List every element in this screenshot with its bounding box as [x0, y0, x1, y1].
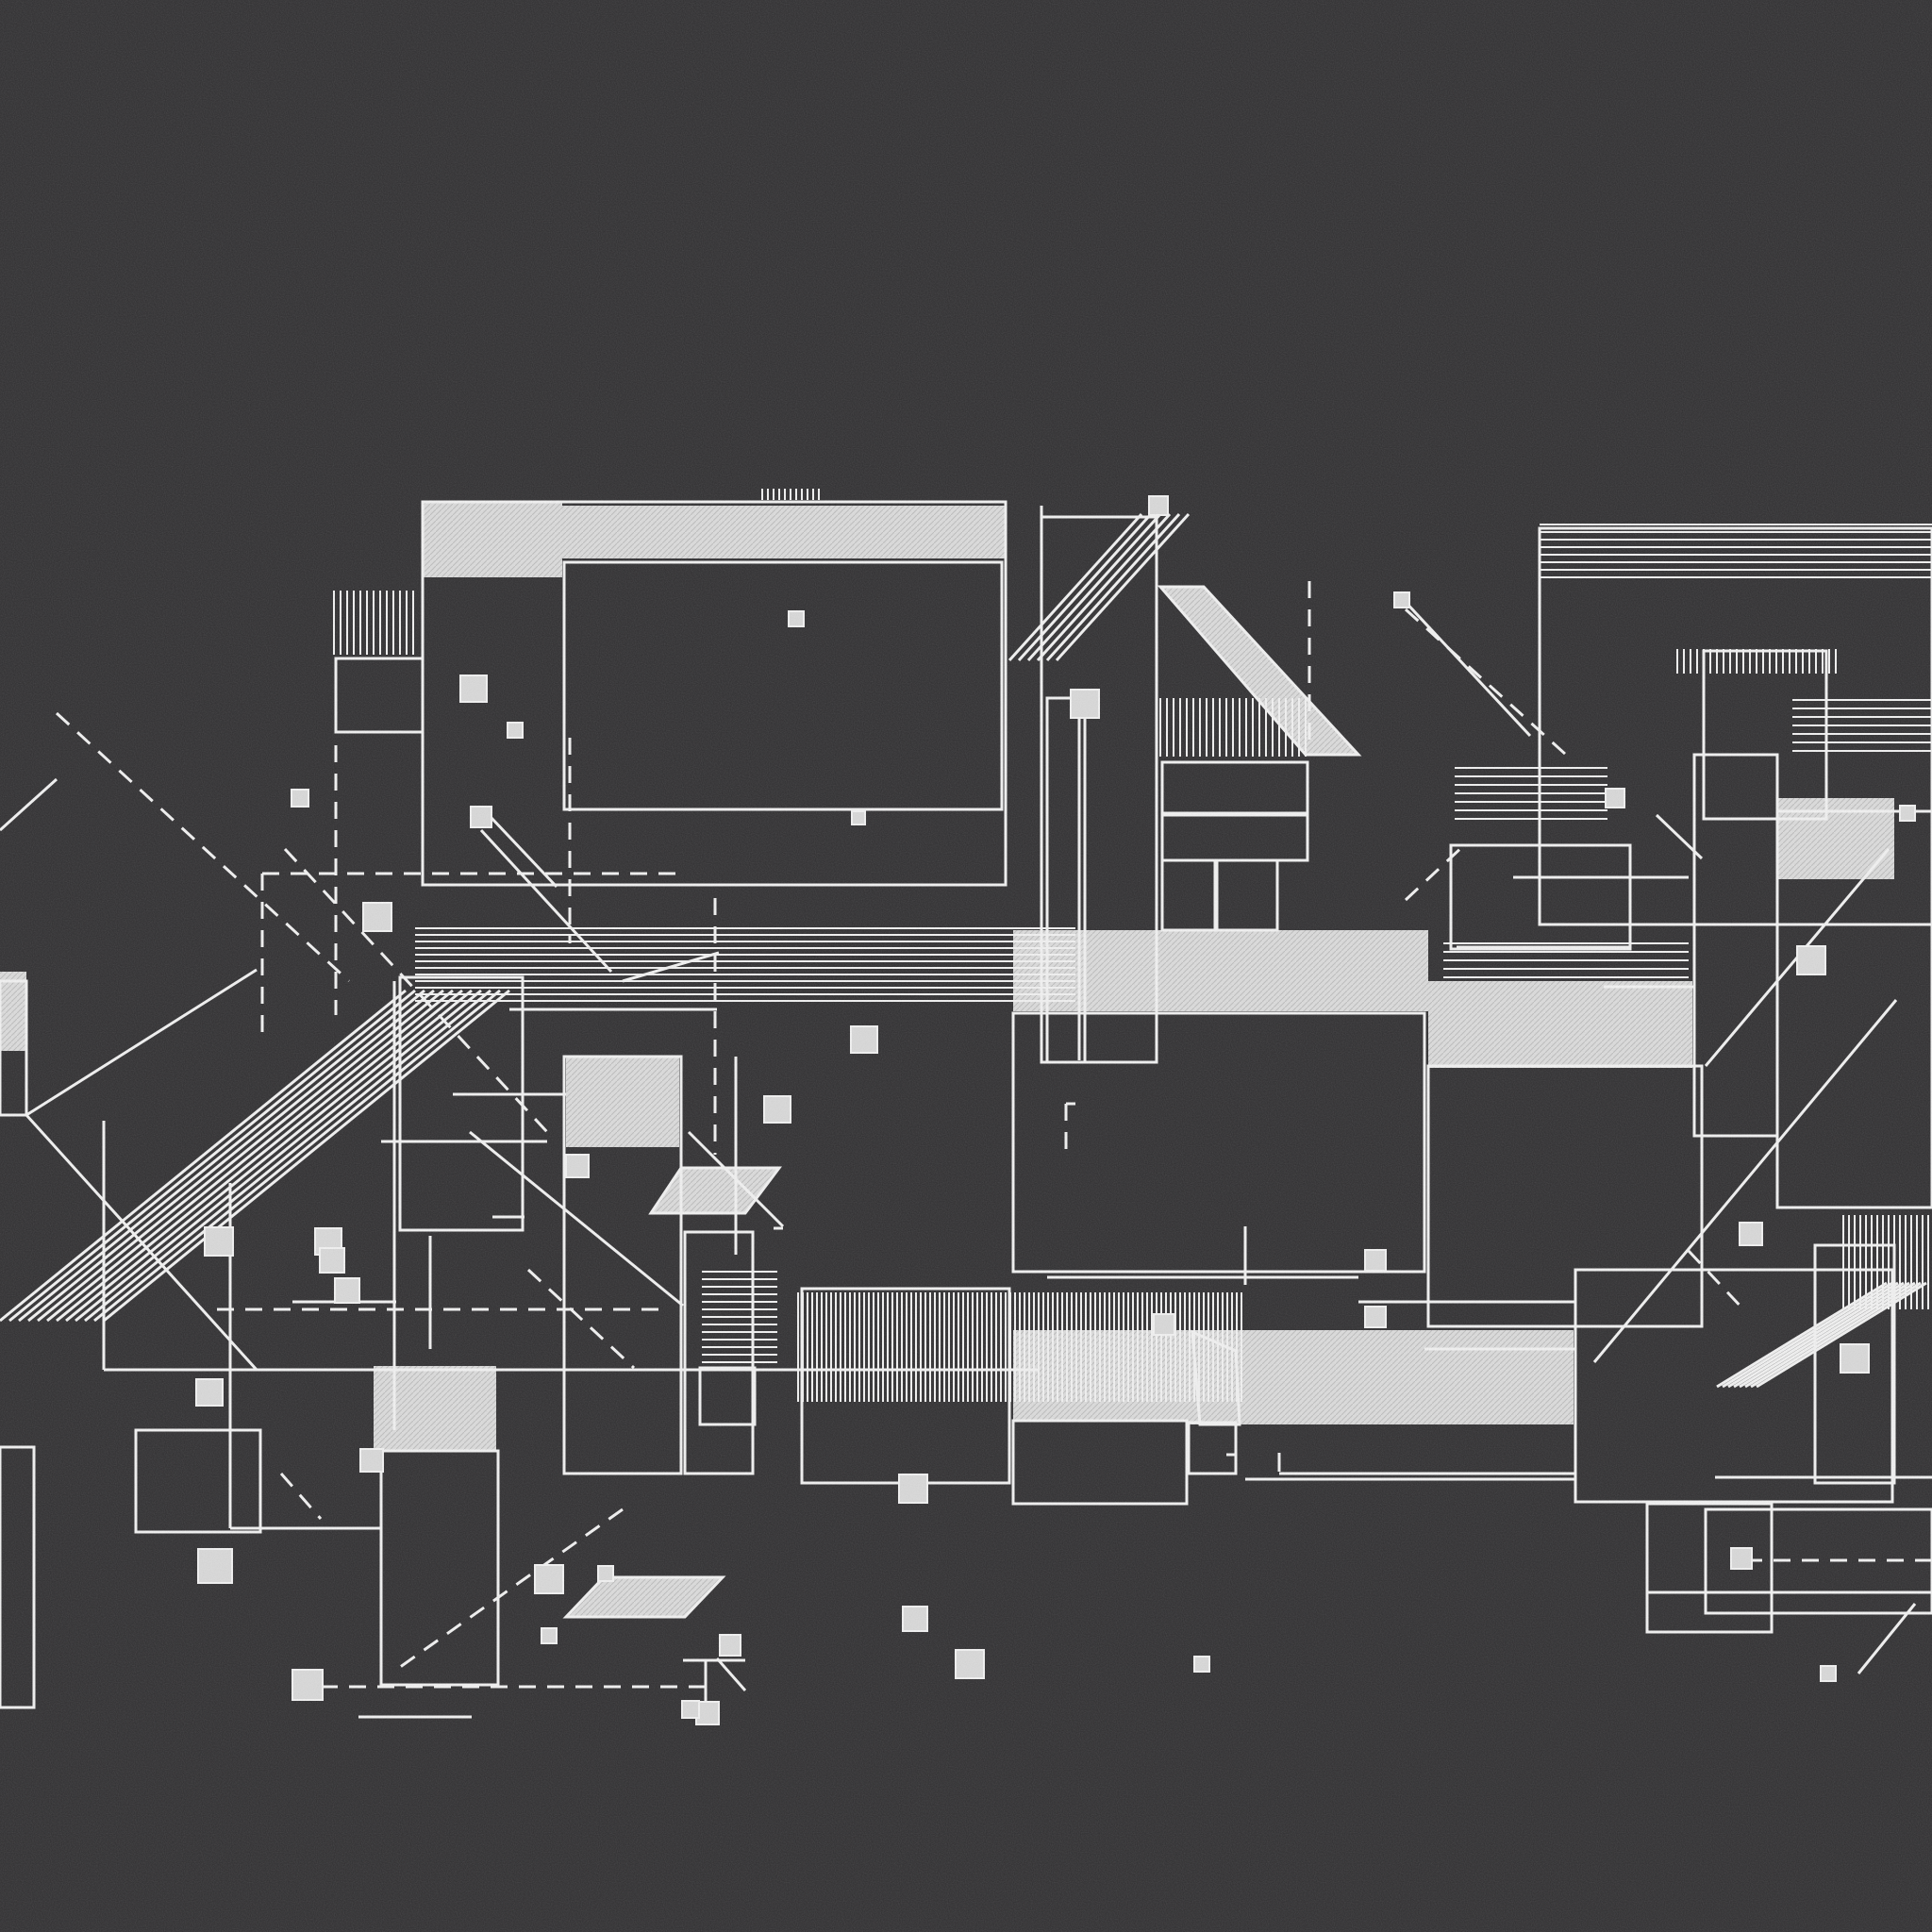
artwork-canvas [0, 0, 1932, 1932]
artwork-svg [0, 0, 1932, 1932]
grain-overlay [0, 0, 1932, 1932]
